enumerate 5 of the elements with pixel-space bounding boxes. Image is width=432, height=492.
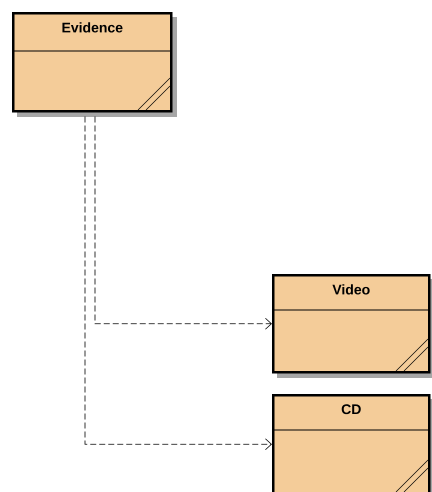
arrow <box>94 116 272 330</box>
arrow <box>84 116 272 450</box>
class-box: Video <box>272 274 432 378</box>
class-box: CD <box>272 394 432 492</box>
class-box: Evidence <box>12 12 177 117</box>
